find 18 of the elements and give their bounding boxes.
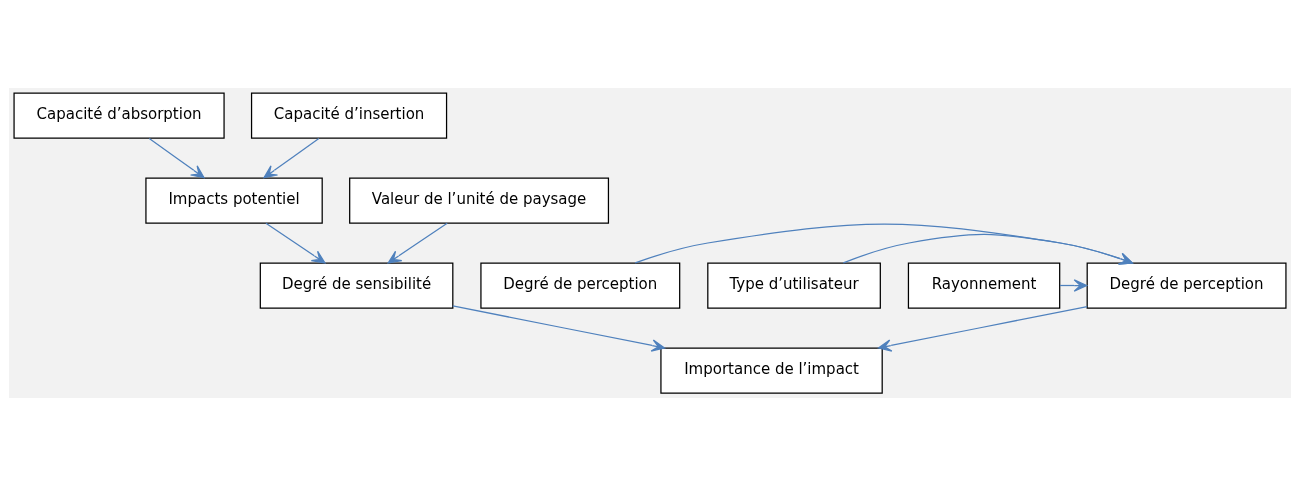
arrow — [387, 222, 448, 264]
arrow — [265, 222, 326, 264]
node-box: Degré de sensibilité — [259, 261, 454, 309]
node-box: Type d’utilisateur — [707, 261, 881, 309]
arrow — [842, 233, 1133, 265]
node-box: Importance de l’impact — [660, 346, 883, 394]
node-box: Valeur de l’unité de paysage — [349, 176, 610, 224]
arrow — [263, 137, 320, 178]
arrow — [877, 305, 1088, 352]
arrow — [148, 137, 205, 178]
arrow — [634, 222, 1133, 265]
arrow — [452, 304, 666, 352]
node-box: Capacité d’insertion — [250, 91, 448, 139]
node-box: Impacts potentiel — [145, 176, 323, 224]
node-box: Rayonnement — [907, 261, 1061, 309]
node-box: Degré de perception — [1086, 261, 1287, 309]
node-box: Degré de perception — [480, 261, 681, 309]
node-box: Capacité d’absorption — [13, 91, 225, 139]
